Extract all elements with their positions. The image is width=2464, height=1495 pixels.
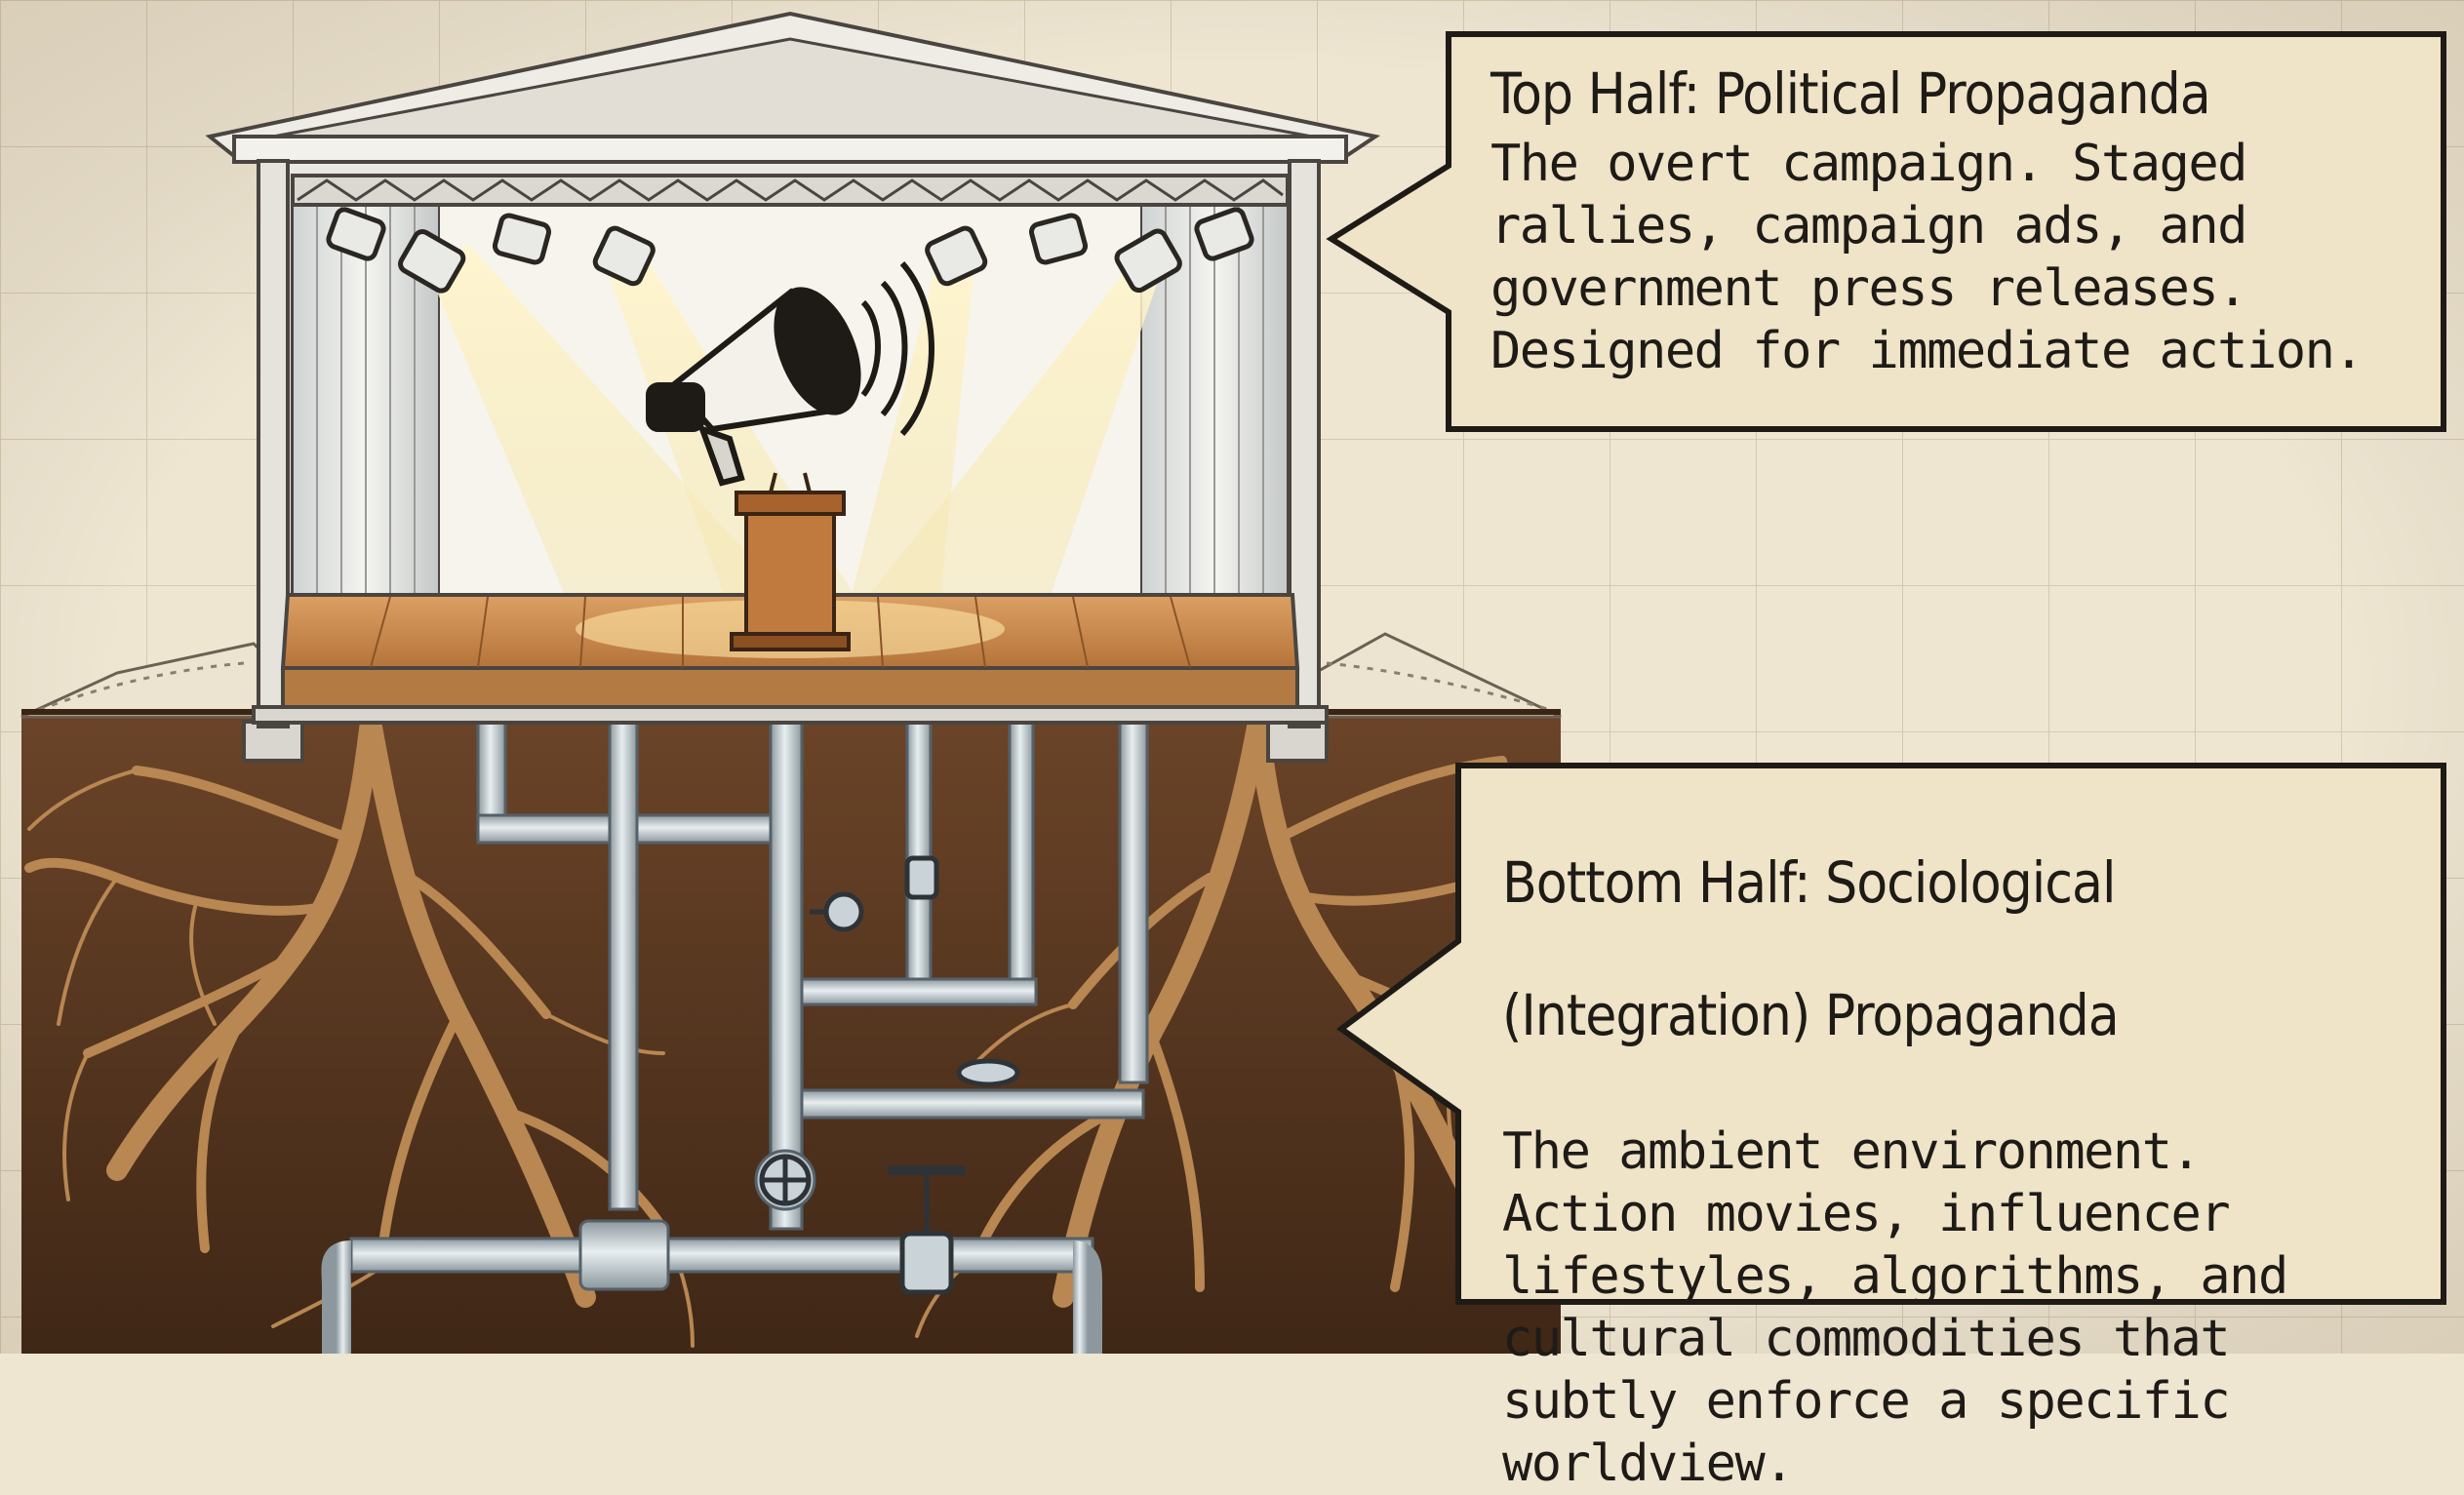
bottom-callout-line: subtly enforce a specific [1502, 1370, 2429, 1433]
bottom-callout-title-line: Bottom Half: Sociological [1502, 849, 2429, 916]
bottom-callout-line: worldview. [1502, 1433, 2429, 1495]
top-callout-line: Designed for immediate action. [1490, 320, 2427, 382]
bottom-callout-line: lifestyles, algorithms, and [1502, 1245, 2429, 1308]
bottom-callout-title: Bottom Half: Sociological (Integration) … [1502, 783, 2429, 1115]
top-callout-title: Top Half: Political Propaganda [1490, 60, 2427, 127]
bottom-callout-line: cultural commodities that [1502, 1308, 2429, 1370]
bottom-callout-line: Action movies, influencer [1502, 1183, 2429, 1245]
top-callout-line: rallies, campaign ads, and [1490, 195, 2427, 257]
top-callout-body: The overt campaign. Staged rallies, camp… [1490, 133, 2427, 382]
top-callout-line: The overt campaign. Staged [1490, 133, 2427, 195]
bottom-callout-body: The ambient environment. Action movies, … [1502, 1121, 2429, 1495]
bottom-callout-line: The ambient environment. [1502, 1121, 2429, 1183]
top-callout-content: Top Half: Political Propaganda The overt… [1490, 60, 2427, 382]
bottom-callout-content: Bottom Half: Sociological (Integration) … [1502, 783, 2429, 1495]
bottom-callout-title-line: (Integration) Propaganda [1502, 982, 2429, 1048]
top-callout-line: government press releases. [1490, 257, 2427, 320]
podium-icon [732, 473, 849, 649]
